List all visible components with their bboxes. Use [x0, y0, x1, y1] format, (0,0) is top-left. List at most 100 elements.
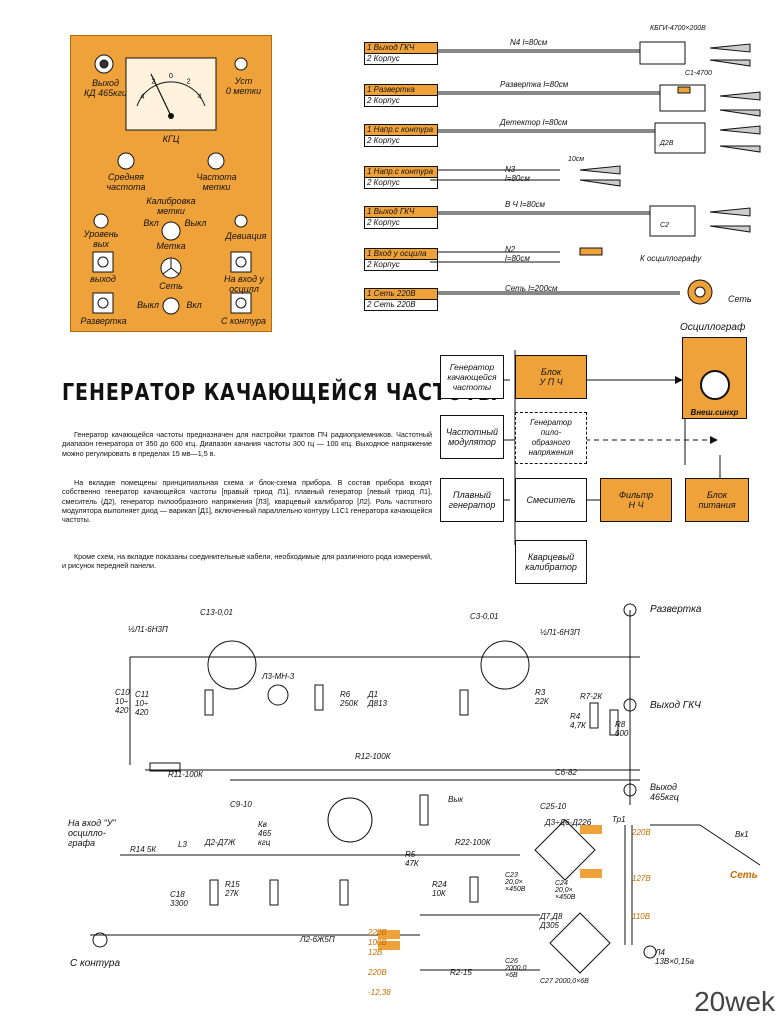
label-out-kd: Выход КД 465кгц: [84, 78, 127, 98]
sch-r22: R22-100К: [455, 838, 491, 847]
label-dial-unit: КГЦ: [162, 134, 180, 144]
sch-c13: C13-0,01: [200, 608, 233, 617]
cable-6: 1 Вход у осцила 2 Корпус: [364, 248, 438, 271]
cable-1-label: N4 l=80см: [510, 38, 548, 47]
dial-tick-label: 4: [141, 94, 145, 101]
cable-4-pin1: 1 Напр.с контура: [364, 166, 438, 177]
cable-2-label: Развертка l=80см: [500, 80, 569, 89]
cable-6-pin1: 1 Вход у осцила: [364, 248, 438, 259]
sch-l2: Л2-6Ж5П: [300, 935, 335, 944]
label-deviation: Девиация: [225, 231, 267, 241]
block-scope-label: Осциллограф: [680, 322, 746, 333]
article-title: ГЕНЕРАТОР КАЧАЮЩЕЙСЯ ЧАСТОТЫ: [62, 380, 499, 406]
sch-l1-left: ½Л1-6Н3П: [128, 625, 168, 634]
block-mixer: Смеситель: [515, 478, 587, 522]
label-mark: Метка: [156, 241, 186, 251]
cable-3-extra: Д2В: [660, 140, 674, 147]
cable-6-extra: К осциллографу: [640, 254, 702, 263]
sch-d1: Д1 Д813: [368, 690, 387, 708]
sch-c9: C9-10: [230, 800, 252, 809]
sch-l4: Л4 13В×0,15а: [655, 948, 694, 966]
sch-r2: R2-15: [450, 968, 472, 977]
dial-tick-label: 2: [187, 79, 191, 86]
cable-6-pin2: 2 Корпус: [364, 259, 438, 271]
sch-v12: 12В: [368, 948, 383, 957]
cable-5-label: В Ч l=80см: [505, 200, 545, 209]
article-paragraph-3: Кроме схем, на вкладке показаны соединит…: [62, 552, 432, 571]
cable-4-label: N3 l=80см: [505, 165, 530, 183]
cable-4-extra: 10см: [568, 156, 585, 163]
sch-l3c: L3: [178, 840, 187, 849]
block-scope: Внеш.синхр: [682, 337, 747, 419]
sch-switch: Вык: [448, 795, 463, 804]
block-smooth-gen: Плавный генератор: [440, 478, 504, 522]
label-scope-in: На вход у осцилл: [223, 274, 265, 294]
label-off2: Выкл: [137, 300, 159, 310]
label-on2: Вкл: [186, 300, 202, 310]
scope-screen-icon: [699, 370, 730, 400]
label-off: Выкл: [184, 218, 207, 228]
sch-r5: R5 47К: [405, 850, 419, 868]
block-upch: Блок У П Ч: [515, 355, 587, 399]
cable-2-pin1: 1 Развертка: [364, 84, 438, 95]
sch-c11: C11 10÷ 420: [135, 690, 150, 717]
cable-1: 1 Выход ГКЧ 2 Корпус: [364, 42, 438, 65]
cable-2-pin2: 2 Корпус: [364, 95, 438, 107]
label-from-circuit: С контура: [220, 316, 267, 326]
label-calibration: Калибровка метки: [146, 196, 196, 216]
cable-3: 1 Напр.с контура 2 Корпус: [364, 124, 438, 147]
cable-3-pin1: 1 Напр.с контура: [364, 124, 438, 135]
label-mark-freq: Частота метки: [196, 172, 237, 192]
sch-r4: R4 4,7К: [570, 712, 586, 730]
sch-v100: 100В: [368, 938, 387, 947]
sch-r7: R7-2К: [580, 692, 603, 701]
cable-1-pin2: 2 Корпус: [364, 53, 438, 65]
sch-r3: R3 22К: [535, 688, 549, 706]
sch-r14: R14 5К: [130, 845, 157, 854]
label-mid-freq: Средняя частота: [106, 172, 146, 192]
sch-kv: Кв 465 кгц: [258, 820, 272, 847]
sch-c27: C27 2000,0×6В: [540, 978, 589, 985]
schematic-drawing: [90, 603, 761, 974]
sch-scope-in: На вход "У" осцилло- графа: [68, 818, 116, 848]
block-filter: Фильтр Н Ч: [600, 478, 672, 522]
label-on: Вкл: [143, 218, 159, 228]
sch-r8: R8 600: [615, 720, 629, 738]
sch-c26: C26 2000,0 ×6В: [505, 958, 527, 979]
sch-c3: C3-0,01: [470, 612, 499, 621]
cable-3-pin2: 2 Корпус: [364, 135, 438, 147]
sch-v12b: -12,38: [368, 988, 391, 997]
block-modulator: Частотный модулятор: [440, 415, 504, 459]
block-power: Блок питания: [685, 478, 749, 522]
cable-1-extra: КБГИ-4700×200В: [650, 25, 706, 32]
label-set-zero: Уст 0 метки: [225, 76, 262, 96]
sch-d7d8: Д7,Д8 Д305: [540, 912, 563, 930]
sch-v220b: 220В: [368, 968, 387, 977]
cable-5-extra: C2: [660, 222, 669, 229]
block-gkch: Генератор качающейся частоты: [440, 355, 504, 399]
meter-dial: [125, 57, 217, 131]
sch-c18: C18 3300: [170, 890, 188, 908]
dial-tick-label: 2: [151, 79, 155, 86]
watermark: 20wek: [694, 986, 775, 1017]
sch-sweep: Развертка: [650, 604, 702, 615]
cable-1-pin1: 1 Выход ГКЧ: [364, 42, 438, 53]
sch-orange-1: 127В: [632, 874, 651, 883]
sch-c10: C10 10÷ 420: [115, 688, 130, 715]
label-output: выход: [90, 274, 116, 284]
cable-7-pin2: 2 Сеть 220В: [364, 299, 438, 311]
sch-tr1: Тр1: [612, 815, 626, 824]
cable-7-label: Сеть l=200см: [505, 284, 558, 293]
sch-l1-right: ½Л1-6Н3П: [540, 628, 580, 637]
sch-vk1: Вк1: [735, 830, 749, 839]
cable-7-pin1: 1 Сеть 220В: [364, 288, 438, 299]
cable-4: 1 Напр.с контура 2 Корпус: [364, 166, 438, 189]
sch-c6: C6-82: [555, 768, 577, 777]
sch-r15: R15 27К: [225, 880, 240, 898]
sch-r24: R24 10К: [432, 880, 447, 898]
sch-c23: C23 20,0× ×450В: [505, 872, 526, 893]
cable-7-extra: Сеть: [728, 294, 752, 304]
cable-5: 1 Выход ГКЧ 2 Корпус: [364, 206, 438, 229]
sch-out465: Выход 465кгц: [650, 782, 679, 802]
